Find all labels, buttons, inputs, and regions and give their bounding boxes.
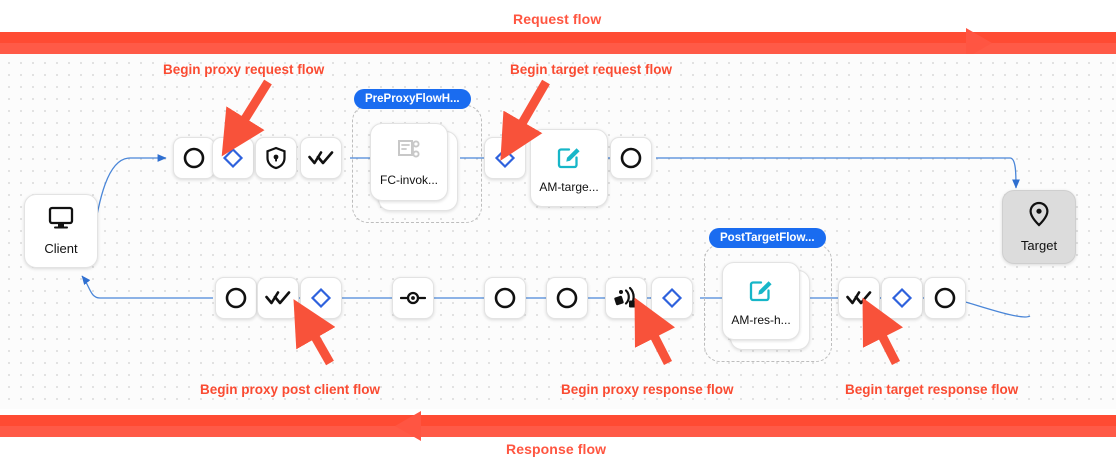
endpoint-target-label: Target <box>1020 238 1058 253</box>
annotation-begin-target-request-flow: Begin target request flow <box>510 62 673 77</box>
circle-outline-icon <box>182 146 206 170</box>
request-flow-arrow-icon <box>966 28 992 58</box>
step-res-client-checks[interactable] <box>257 277 299 319</box>
diamond-blue-icon <box>310 287 332 309</box>
step-target-request-flow[interactable] <box>484 137 526 179</box>
double-check-icon <box>265 288 291 308</box>
step-req-proxy-flow[interactable] <box>212 137 254 179</box>
policy-fc-invoke-stack[interactable]: FC-invok... <box>370 123 458 211</box>
publish-icon <box>613 286 639 310</box>
policy-am-res-h-label: AM-res-h... <box>731 312 791 327</box>
endpoint-client[interactable]: Client <box>24 194 98 268</box>
circle-outline-icon <box>619 146 643 170</box>
step-req-start[interactable] <box>173 137 215 179</box>
annotation-begin-proxy-post-client-flow: Begin proxy post client flow <box>200 382 381 397</box>
pin-icon <box>1028 201 1050 232</box>
endpoint-client-label: Client <box>44 241 78 256</box>
step-res-client-start[interactable] <box>215 277 257 319</box>
diamond-blue-icon <box>494 147 516 169</box>
circle-outline-icon <box>224 286 248 310</box>
circle-outline-icon <box>493 286 517 310</box>
node-dot-icon <box>400 290 426 306</box>
step-target-response-checks[interactable] <box>838 277 880 319</box>
band-bottom-upper <box>0 415 1116 426</box>
response-flow-label: Response flow <box>506 441 607 457</box>
step-proxy-post-client-flow[interactable] <box>300 277 342 319</box>
response-flow-band <box>0 411 1116 441</box>
circle-outline-icon <box>555 286 579 310</box>
group-chip-posttargetflowhook[interactable]: PostTargetFlow... <box>709 228 826 248</box>
step-res-publish[interactable] <box>605 277 647 319</box>
annotation-begin-target-response-flow: Begin target response flow <box>845 382 1019 397</box>
double-check-icon <box>846 288 872 308</box>
endpoint-target[interactable]: Target <box>1002 190 1076 264</box>
step-target-response-flow[interactable] <box>881 277 923 319</box>
step-proxy-response-flow[interactable] <box>651 277 693 319</box>
shield-lock-icon <box>265 146 287 170</box>
band-top-upper <box>0 32 1116 43</box>
policy-am-res-h[interactable]: AM-res-h... <box>722 262 800 340</box>
edge-layer <box>81 154 1031 318</box>
group-chip-preproxyflowhook[interactable]: PreProxyFlowH... <box>354 89 471 109</box>
request-flow-band <box>0 28 1116 58</box>
policy-fc-invoke-label: FC-invok... <box>379 173 438 187</box>
diamond-blue-icon <box>222 147 244 169</box>
band-top-lower <box>0 43 1116 54</box>
annotation-begin-proxy-response-flow: Begin proxy response flow <box>561 382 734 397</box>
diamond-blue-icon <box>661 287 683 309</box>
policy-am-res-h-stack[interactable]: AM-res-h... <box>722 262 810 350</box>
edit-square-teal-icon <box>748 276 775 308</box>
diamond-blue-icon <box>891 287 913 309</box>
double-check-icon <box>308 148 334 168</box>
edit-square-teal-icon <box>556 143 583 175</box>
response-flow-arrow-icon <box>395 411 421 441</box>
policy-am-target-label: AM-targe... <box>539 179 599 194</box>
flow-callout-icon <box>396 137 422 168</box>
step-res-node[interactable] <box>392 277 434 319</box>
policy-am-target[interactable]: AM-targe... <box>530 129 608 207</box>
circle-outline-icon <box>933 286 957 310</box>
monitor-icon <box>48 206 74 235</box>
step-target-request-end[interactable] <box>610 137 652 179</box>
step-req-checks[interactable] <box>300 137 342 179</box>
policy-fc-invoke[interactable]: FC-invok... <box>370 123 448 201</box>
request-flow-label: Request flow <box>513 11 602 27</box>
band-bottom-lower <box>0 426 1116 437</box>
annotation-begin-proxy-request-flow: Begin proxy request flow <box>163 62 325 77</box>
step-target-response-start[interactable] <box>924 277 966 319</box>
step-req-security[interactable] <box>255 137 297 179</box>
diagram-canvas[interactable]: PreProxyFlowH... PostTargetFlow... Clien… <box>0 54 1116 409</box>
step-res-circle-b[interactable] <box>546 277 588 319</box>
step-res-circle-a[interactable] <box>484 277 526 319</box>
